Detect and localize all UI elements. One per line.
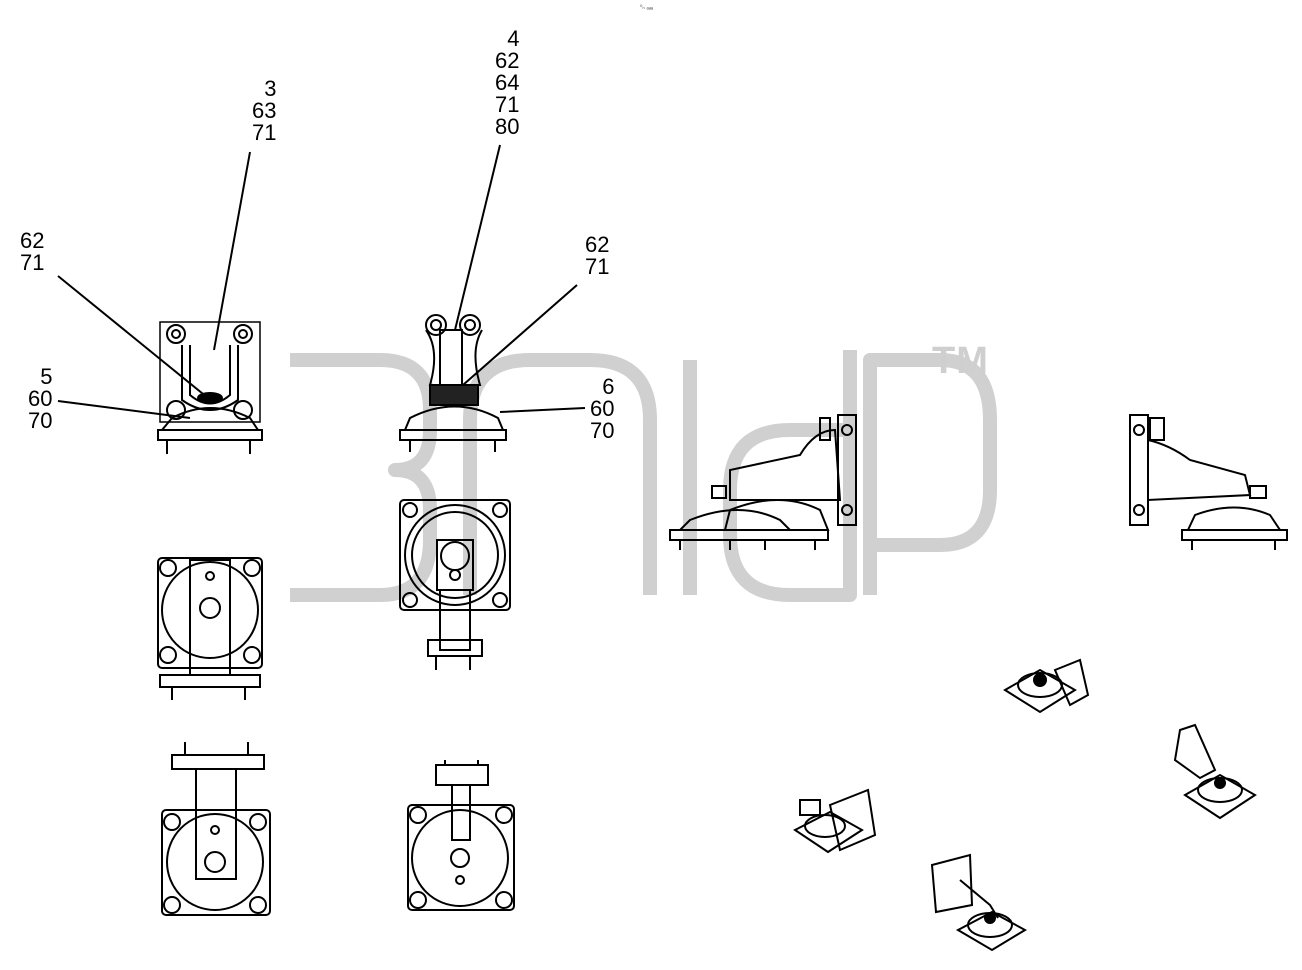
leader-line-c1 <box>213 151 251 351</box>
callout-c2-line5: 80 <box>495 114 520 139</box>
callout-c2-line2: 62 <box>495 48 520 73</box>
mount-top-view-3 <box>161 742 271 916</box>
callout-c6: 6 60 70 <box>590 376 614 442</box>
trademark-symbol: TM <box>932 340 989 382</box>
callout-c5-line2: 60 <box>28 386 53 411</box>
callout-c3-line2: 71 <box>20 250 45 275</box>
mount-isometric-view-4 <box>930 853 1028 952</box>
callout-c5-line1: 5 <box>40 364 53 389</box>
mount-top-view-1 <box>399 499 511 670</box>
callout-c3: 62 71 <box>20 230 44 274</box>
mount-side-view-3 <box>1129 414 1288 550</box>
callout-c4: 62 71 <box>585 234 609 278</box>
callout-c2-line1: 4 <box>507 26 520 51</box>
callout-c1-line2: 63 <box>252 98 277 123</box>
leader-line-c2 <box>454 144 501 331</box>
mount-isometric-view-2 <box>1173 723 1257 820</box>
callout-c6-line1: 6 <box>602 374 615 399</box>
callout-c6-line2: 60 <box>590 396 615 421</box>
callout-c2-line3: 64 <box>495 70 520 95</box>
header-tiny-text: ⁰ₙ ₐₐₐ <box>640 5 654 11</box>
leader-line-c6 <box>499 407 586 413</box>
callout-c3-line1: 62 <box>20 228 45 253</box>
mount-side-view-1 <box>157 321 263 454</box>
callout-c1-line3: 71 <box>252 120 277 145</box>
callout-c4-line1: 62 <box>585 232 610 257</box>
callout-c5: 5 60 70 <box>28 366 52 432</box>
mount-front-view-1 <box>399 314 507 452</box>
callout-c1-line1: 3 <box>264 76 277 101</box>
callout-c5-line3: 70 <box>28 408 53 433</box>
leader-line-c4 <box>454 284 578 393</box>
mount-isometric-view-1 <box>1003 658 1090 714</box>
leader-lines <box>57 144 586 419</box>
mount-isometric-view-3 <box>793 788 877 854</box>
callout-c2: 4 62 64 71 80 <box>495 28 519 138</box>
mount-side-view-2 <box>669 414 857 550</box>
callout-c4-line2: 71 <box>585 254 610 279</box>
mount-top-view-4 <box>407 760 515 911</box>
callout-c1: 3 63 71 <box>252 78 276 144</box>
watermark-logo <box>290 350 997 602</box>
callout-c2-line4: 71 <box>495 92 520 117</box>
mount-top-view-2 <box>157 557 263 700</box>
callout-c6-line3: 70 <box>590 418 615 443</box>
